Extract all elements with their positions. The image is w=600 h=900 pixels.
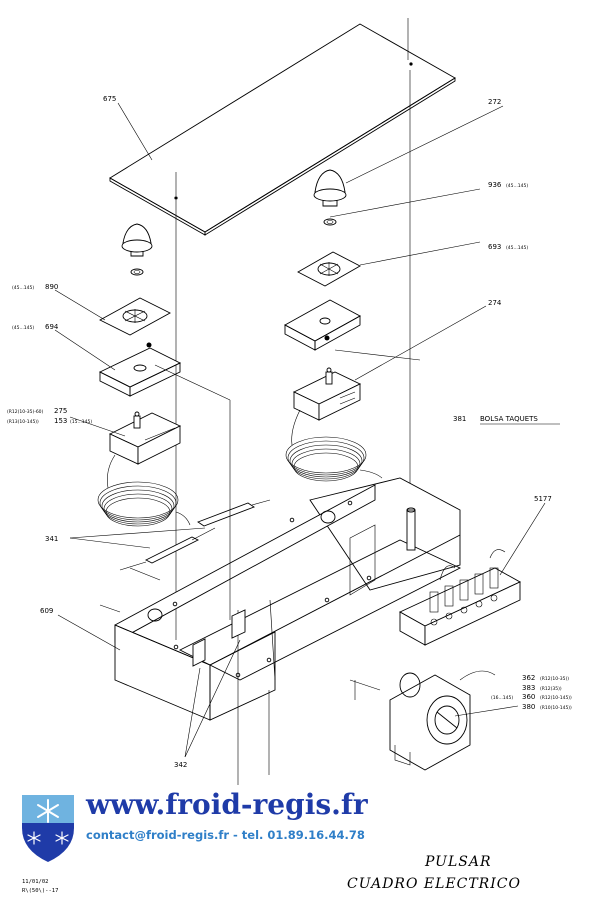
dial-plate-890: [99, 297, 171, 336]
label-153: 153: [54, 417, 67, 425]
label-380-range: (R10(10-145)): [540, 705, 572, 711]
label-360-range: (16...145): [491, 695, 513, 701]
label-694: 694: [45, 323, 59, 331]
website-url[interactable]: www.froid-regis.fr: [86, 788, 368, 821]
label-360: 360: [522, 693, 535, 701]
froid-regis-logo: [22, 795, 74, 862]
label-381-text: BOLSA TAQUETS: [480, 415, 538, 423]
label-381: 381: [453, 415, 466, 423]
bracket-693: [284, 299, 361, 351]
label-693-range: (45...145): [506, 245, 528, 251]
thermostat-274: [285, 367, 383, 482]
dial-plate-936: [297, 251, 361, 287]
knob-272: [313, 169, 347, 226]
knob-left: [121, 223, 153, 276]
label-936-range: (45...145): [506, 183, 528, 189]
label-675: 675: [103, 95, 116, 103]
sensor-probes-341: [119, 499, 271, 571]
label-890: 890: [45, 283, 58, 291]
label-380: 380: [522, 703, 535, 711]
main-box-609: [99, 477, 462, 721]
contact-line: contact@froid-regis.fr - tel. 01.89.16.4…: [86, 828, 365, 842]
clips-342: [192, 609, 246, 667]
cover-plate-675: [109, 23, 456, 236]
label-275-range: (R12(10-35)-60): [7, 409, 44, 415]
label-693: 693: [488, 243, 501, 251]
title-line-1: PULSAR: [424, 854, 492, 870]
label-342: 342: [174, 761, 187, 769]
selector-switch-360: [389, 670, 496, 771]
label-383-range: (R12(35)): [540, 686, 562, 692]
label-890-range: (45...145): [12, 285, 34, 291]
label-609: 609: [40, 607, 53, 615]
label-362-range: (R12(10-35)): [540, 676, 569, 682]
bracket-694: [98, 342, 182, 397]
label-694-range: (45...145): [12, 325, 34, 331]
label-936: 936: [488, 181, 502, 189]
label-341: 341: [45, 535, 58, 543]
label-272: 272: [488, 98, 501, 106]
label-383: 383: [522, 684, 535, 692]
label-274: 274: [488, 299, 502, 307]
label-153-range-a: (15...145): [70, 419, 92, 425]
label-362: 362: [522, 674, 535, 682]
thermostat-153: [97, 411, 191, 527]
label-360-range-b: (R12(10-145)): [540, 695, 572, 701]
drawing-date: 11/01/02: [22, 879, 49, 885]
label-275: 275: [54, 407, 67, 415]
label-5177: 5177: [534, 495, 552, 503]
title-line-2: CUADRO ELECTRICO: [347, 876, 521, 892]
drawing-ref: R\(50\)--17: [22, 888, 59, 894]
terminal-block-5177: [399, 549, 521, 646]
label-153-range-b: (R13(10-145)): [7, 419, 39, 425]
